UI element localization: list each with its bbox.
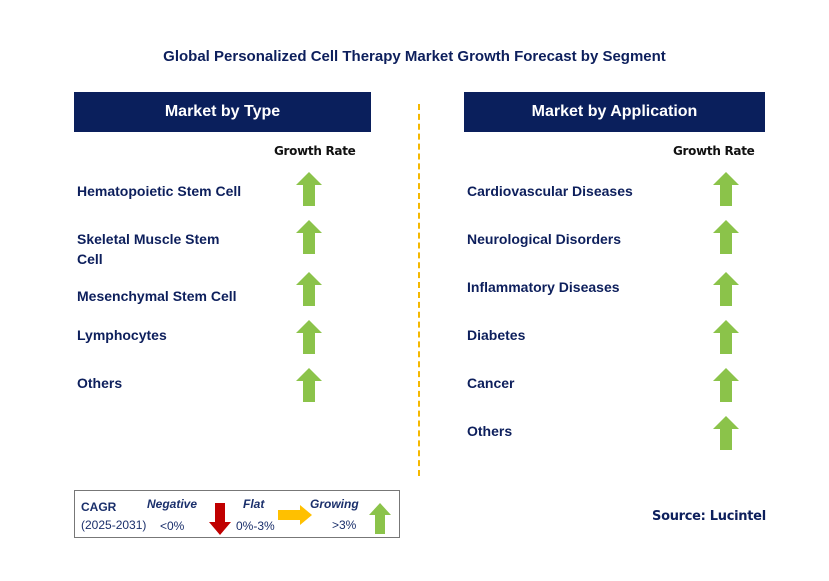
application-item-label: Cancer [467,375,515,391]
type-item-label: Lymphocytes [77,327,167,343]
application-item-label: Others [467,423,513,439]
legend-flat-label: Flat [243,497,265,511]
growing-arrow-icon [296,272,322,306]
legend-negative-label: Negative [147,497,198,511]
chart-title: Global Personalized Cell Therapy Market … [163,48,666,65]
growing-arrow-icon [713,416,739,450]
market-by-type-header-label: Market by Type [164,103,281,120]
cagr-legend: CAGR (2025-2031) Negative <0% Flat 0%-3%… [74,490,400,538]
type-item-label: Hematopoietic Stem Cell [77,183,242,199]
type-item-label: Skeletal Muscle Stem Cell [77,231,220,267]
growing-arrow-icon [296,172,322,206]
source-label: Source: Lucintel [652,509,766,524]
market-by-application-header-label: Market by Application [531,103,698,120]
growing-arrow-icon [296,320,322,354]
application-item-label: Neurological Disorders [467,231,622,247]
growing-arrow-icon [713,220,739,254]
application-item-label: Diabetes [467,327,526,343]
application-growth-rate-label: Growth Rate [673,144,755,158]
type-item-label: Mesenchymal Stem Cell [77,288,237,304]
type-growth-rate-label: Growth Rate [274,144,356,158]
legend-growing-range: >3% [332,518,357,532]
legend-negative-range: <0% [160,519,185,533]
growing-arrow-icon [713,172,739,206]
type-item-label: Others [77,375,123,391]
application-item-label: Cardiovascular Diseases [467,183,633,199]
legend-flat-range: 0%-3% [236,519,275,533]
legend-cagr-label: CAGR [81,500,117,514]
growing-arrow-icon [713,368,739,402]
negative-arrow-icon [209,503,231,535]
growing-arrow-icon [713,272,739,306]
application-item-label: Inflammatory Diseases [467,279,620,295]
flat-arrow-icon [278,505,312,525]
growing-arrow-icon [296,220,322,254]
growing-arrow-icon [369,503,391,534]
legend-period: (2025-2031) [81,518,147,532]
growing-arrow-icon [713,320,739,354]
panel-divider [418,104,420,476]
market-by-application-header: Market by Application [464,92,765,132]
growing-arrow-icon [296,368,322,402]
market-by-type-header: Market by Type [74,92,371,132]
legend-growing-label: Growing [310,497,359,511]
